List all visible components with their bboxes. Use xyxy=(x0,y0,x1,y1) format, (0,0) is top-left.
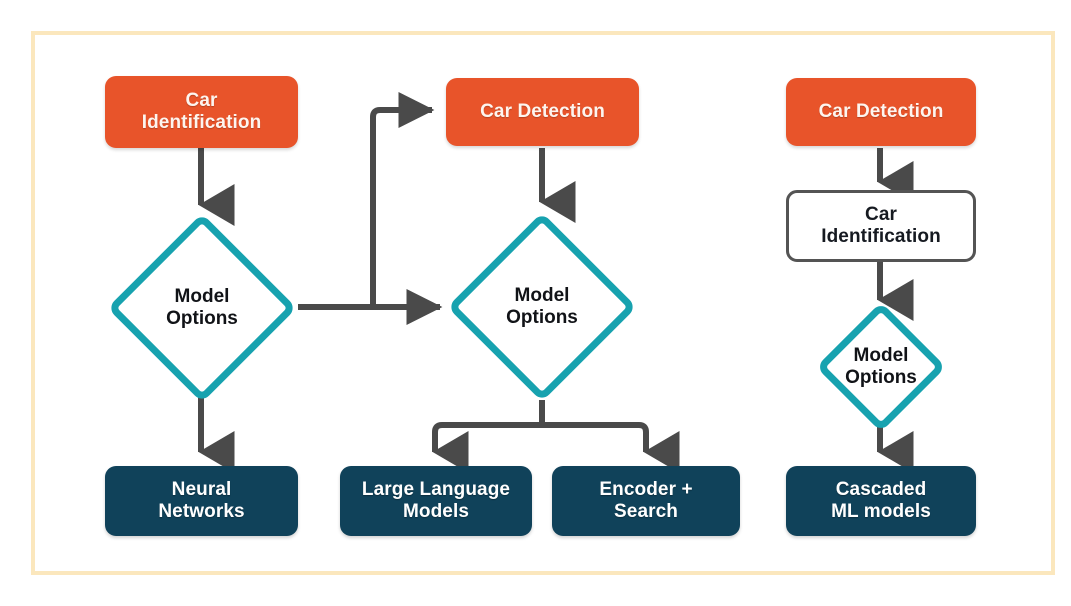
node-label: Encoder +Search xyxy=(599,478,693,522)
diamond-shape xyxy=(447,212,637,402)
node-car-detection-2[interactable]: Car Detection xyxy=(786,78,976,146)
edge-split-to-large-language-models xyxy=(432,422,542,473)
diamond-shape xyxy=(107,213,297,403)
node-label: Car Detection xyxy=(480,100,605,122)
edge-split-to-encoder-search xyxy=(542,422,680,473)
node-encoder-search[interactable]: Encoder +Search xyxy=(552,466,740,536)
node-label: Car Detection xyxy=(818,100,944,122)
node-car-detection-1[interactable]: Car Detection xyxy=(446,78,639,146)
diamond-shape xyxy=(815,301,947,433)
edge-trunk-to-car-detection-middle xyxy=(370,92,435,307)
